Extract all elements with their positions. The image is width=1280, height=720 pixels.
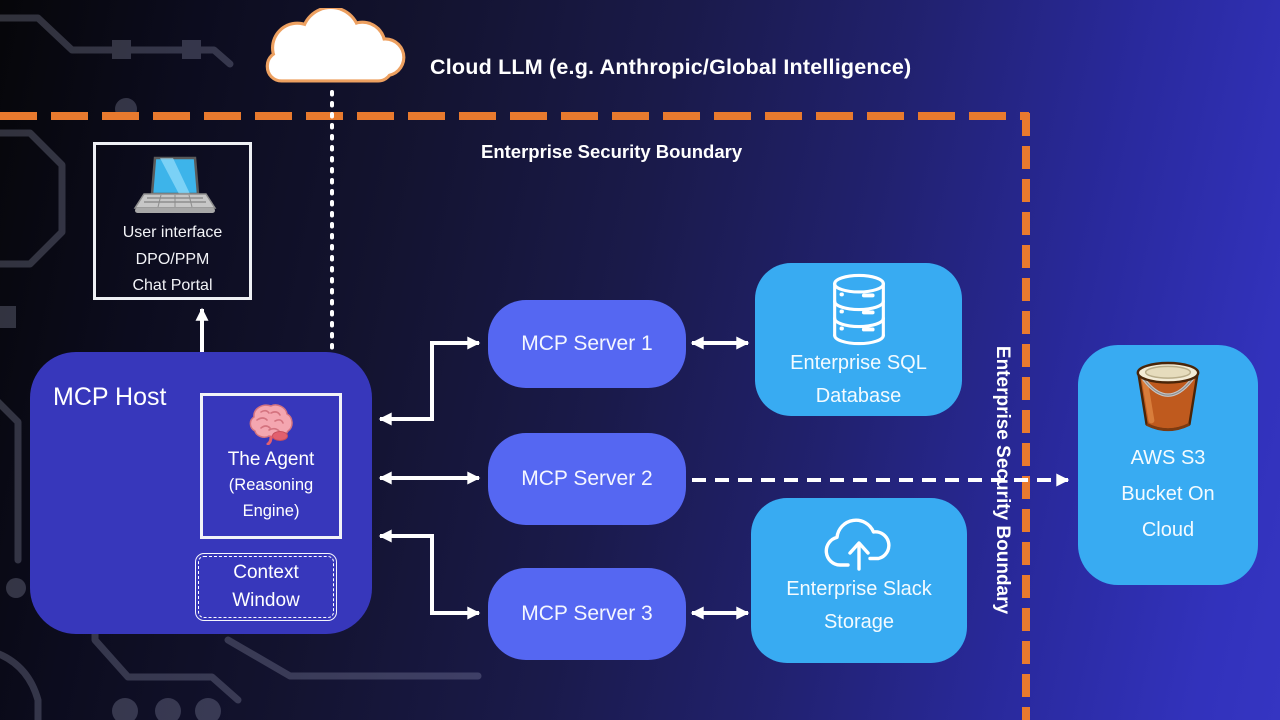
security-boundary-dashed-line [0, 112, 1030, 720]
brain-icon [249, 404, 293, 445]
context-window-line1: Context [233, 562, 299, 583]
sql-database-label-line2: Database [815, 385, 902, 407]
ui-label-line2: DPO/PPM [135, 250, 210, 268]
agent-subtitle-line2: Engine) [242, 502, 300, 520]
bucket-icon [1136, 361, 1200, 432]
mcp-server-3-box: MCP Server 3 [488, 568, 686, 660]
arrow-host-server3 [378, 529, 481, 620]
cloud-upload-icon [824, 518, 891, 571]
database-icon [832, 273, 885, 346]
context-window-box: Context Window [195, 553, 337, 621]
ui-label-line3: Chat Portal [132, 277, 213, 294]
cloud-llm-title: Cloud LLM (e.g. Anthropic/Global Intelli… [430, 55, 912, 79]
mcp-server-1-label: MCP Server 1 [521, 332, 653, 355]
s3-bucket-box: AWS S3 Bucket On Cloud [1078, 345, 1258, 585]
slack-storage-label-line1: Enterprise Slack [786, 578, 932, 600]
user-interface-box: User interface DPO/PPM Chat Portal [93, 142, 252, 300]
mcp-server-3-label: MCP Server 3 [521, 602, 653, 625]
context-window-line2: Window [232, 590, 300, 611]
s3-bucket-label-line1: AWS S3 [1130, 447, 1206, 469]
sql-database-label-line1: Enterprise SQL [790, 352, 927, 374]
mcp-host-label: MCP Host [53, 383, 167, 411]
s3-bucket-label-line2: Bucket On [1121, 483, 1215, 505]
ui-label-line1: User interface [122, 224, 223, 241]
laptop-icon [133, 156, 216, 213]
agent-title: The Agent [227, 449, 315, 470]
slack-storage-box: Enterprise Slack Storage [751, 498, 967, 663]
arrow-host-server1 [378, 336, 481, 426]
agent-subtitle-line1: (Reasoning [228, 476, 314, 494]
mcp-server-1-box: MCP Server 1 [488, 300, 686, 388]
enterprise-security-boundary-label: Enterprise Security Boundary [481, 141, 743, 162]
slack-storage-label-line2: Storage [823, 611, 895, 633]
mcp-server-2-label: MCP Server 2 [521, 467, 653, 490]
cloud-icon [265, 8, 406, 83]
mcp-server-2-box: MCP Server 2 [488, 433, 686, 525]
s3-bucket-label-line3: Cloud [1141, 519, 1195, 541]
sql-database-box: Enterprise SQL Database [755, 263, 962, 416]
agent-box: The Agent (Reasoning Engine) [200, 393, 342, 539]
mcp-host-box: MCP Host The Agent (Reasoning Engine) Co… [30, 352, 372, 634]
